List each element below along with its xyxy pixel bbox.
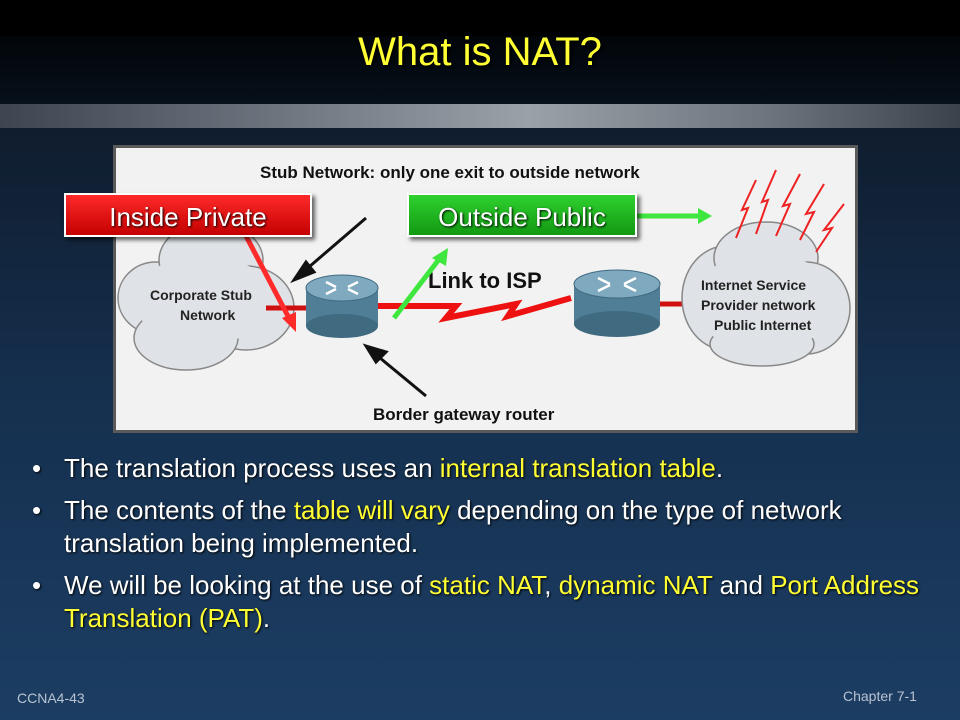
bullet-text: We will be looking at the use of static … (64, 570, 920, 633)
left-cloud-line2: Network (180, 307, 235, 323)
bullet-dot: • (32, 570, 42, 600)
outside-right-arrow-icon (637, 208, 712, 224)
bullet-text: The translation process uses an internal… (64, 453, 724, 483)
top-arrow-icon (290, 216, 367, 284)
bullet-item: • The translation process uses an interna… (30, 452, 935, 485)
router-label: Border gateway router (373, 405, 555, 424)
right-cloud-line3: Public Internet (714, 317, 812, 333)
bullet-text: The contents of the table will vary depe… (64, 495, 842, 558)
top-strip (0, 0, 960, 36)
isp-router-icon (573, 269, 661, 337)
bottom-arrow-icon (362, 343, 427, 398)
divider-band (0, 104, 960, 128)
footer-chapter: Chapter 7-1 (843, 688, 917, 704)
footer-course: CCNA4-43 (17, 690, 85, 706)
right-cloud-line1: Internet Service (701, 277, 806, 293)
title-band (0, 0, 960, 104)
left-cloud-line1: Corporate Stub (150, 287, 252, 303)
internet-cloud-icon (681, 221, 851, 367)
inside-private-callout: Inside Private (64, 193, 312, 237)
bullet-dot: • (32, 453, 42, 483)
bullet-list: • The translation process uses an interna… (30, 452, 935, 644)
outside-public-callout: Outside Public (407, 193, 637, 237)
slide-title: What is NAT? (358, 30, 602, 74)
bullet-item: • The contents of the table will vary dep… (30, 494, 935, 560)
border-router-icon (305, 274, 379, 338)
bullet-item: • We will be looking at the use of static… (30, 569, 935, 635)
inside-arrow-icon (243, 234, 296, 332)
right-cloud-line2: Provider network (701, 297, 816, 313)
isp-link-zigzag (378, 295, 572, 323)
diagram-svg: Stub Network: only one exit to outside n… (117, 163, 851, 424)
lightning-icon (735, 169, 845, 253)
diagram-heading: Stub Network: only one exit to outside n… (260, 163, 640, 182)
link-label: Link to ISP (428, 268, 542, 293)
bullet-dot: • (32, 495, 42, 525)
outside-up-arrow-icon (392, 248, 448, 320)
